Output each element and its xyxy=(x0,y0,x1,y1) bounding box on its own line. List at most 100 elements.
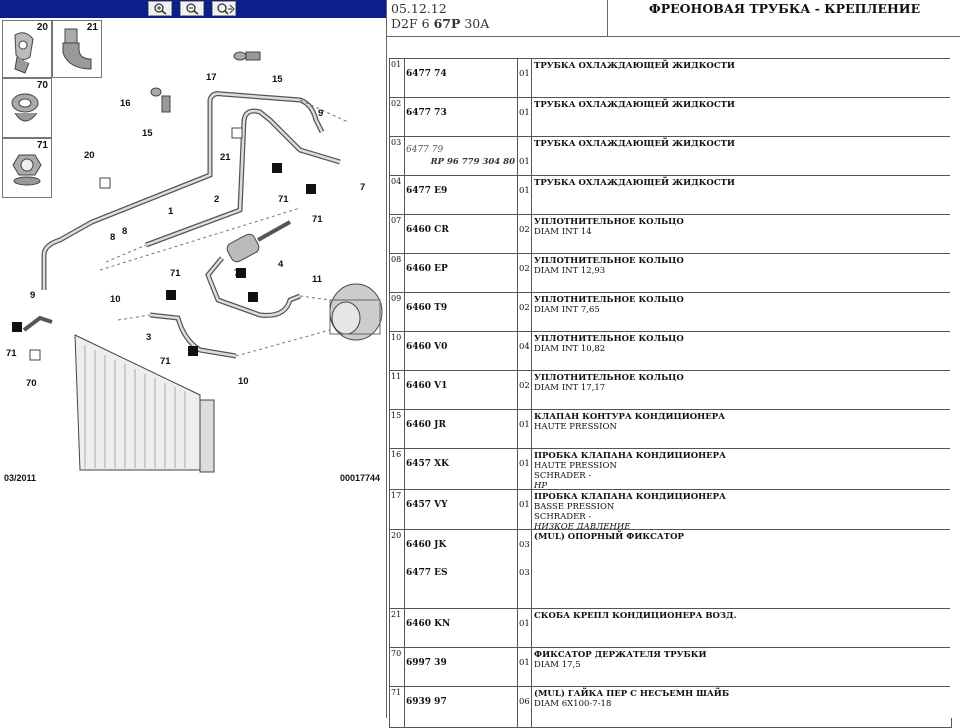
svg-text:10: 10 xyxy=(110,294,121,305)
position-number: 04 xyxy=(391,177,402,186)
svg-text:8: 8 xyxy=(110,232,115,243)
part-reference[interactable]: 6997 39 xyxy=(406,658,447,668)
part-detail: DIAM INT 14 xyxy=(534,227,592,237)
position-cell: 01 xyxy=(390,59,405,97)
thumbnail-part-21[interactable]: 21 xyxy=(52,20,102,78)
part-reference[interactable]: 6460 EP xyxy=(406,264,448,274)
part-reference[interactable]: 6460 V0 xyxy=(406,342,448,352)
part-detail: DIAM INT 12,93 xyxy=(534,266,606,276)
thumbnail-part-20[interactable]: 20 xyxy=(2,20,52,78)
model-prefix: D2F 6 xyxy=(391,16,434,31)
svg-text:1: 1 xyxy=(168,206,174,217)
part-detail: DIAM INT 10,82 xyxy=(534,344,606,354)
svg-text:7: 7 xyxy=(360,182,365,193)
svg-text:20: 20 xyxy=(84,150,95,161)
part-detail: HAUTE PRESSION xyxy=(534,422,617,432)
zoom-in-icon xyxy=(154,3,167,15)
part-detail: НИЗКОЕ ДАВЛЕНИЕ xyxy=(534,522,631,532)
position-cell: 04 xyxy=(390,176,405,214)
part-reference[interactable]: 6460 V1 xyxy=(406,381,448,391)
zoom-fit-button[interactable] xyxy=(212,1,236,16)
zoom-out-button[interactable] xyxy=(180,1,204,16)
part-reference[interactable]: 6457 XK xyxy=(406,459,449,469)
replacement-reference[interactable]: RP 96 779 304 80 xyxy=(430,157,515,167)
part-detail: HP xyxy=(534,481,548,491)
diagram-date: 03/2011 xyxy=(4,473,37,483)
svg-text:15: 15 xyxy=(142,128,153,139)
svg-text:16: 16 xyxy=(120,98,131,109)
thumbnail-part-70[interactable]: 70 xyxy=(2,78,52,138)
quantity-value: 03 xyxy=(519,568,530,578)
description-cell: ТРУБКА ОХЛАЖДАЮЩЕЙ ЖИДКОСТИ xyxy=(532,59,951,97)
quantity-value: 02 xyxy=(519,303,530,313)
part-name: ТРУБКА ОХЛАЖДАЮЩЕЙ ЖИДКОСТИ xyxy=(534,139,735,149)
model-code: D2F 6 67P 30A xyxy=(391,16,489,31)
part-reference[interactable]: 6460 JK xyxy=(406,540,447,550)
position-number: 01 xyxy=(391,60,402,69)
part-reference[interactable]: 6457 VY xyxy=(406,500,448,510)
part-reference[interactable]: 6477 E9 xyxy=(406,186,448,196)
part-reference[interactable]: 6460 CR xyxy=(406,225,449,235)
quantity-value: 01 xyxy=(519,108,530,118)
part-reference[interactable]: 6939 97 xyxy=(406,697,447,707)
part-reference[interactable]: 6477 74 xyxy=(406,69,447,79)
part-reference[interactable]: 6460 JR xyxy=(406,420,446,430)
reference-cell: 6460 V0 xyxy=(404,332,518,370)
reference-cell: 6477 73 xyxy=(404,98,518,136)
compressor xyxy=(329,283,383,341)
part-name: ТРУБКА ОХЛАЖДАЮЩЕЙ ЖИДКОСТИ xyxy=(534,100,735,110)
part-reference[interactable]: 6477 73 xyxy=(406,108,447,118)
position-cell: 17 xyxy=(390,490,405,529)
quantity-cell: 02 xyxy=(518,254,532,292)
quantity-value: 01 xyxy=(519,157,530,167)
part-reference[interactable]: 6460 T9 xyxy=(406,303,448,313)
diagram-ref: 00017744 xyxy=(340,473,381,483)
svg-text:9: 9 xyxy=(318,108,323,119)
svg-text:15: 15 xyxy=(272,74,283,85)
scroll-area[interactable] xyxy=(950,58,960,718)
quantity-cell: 06 xyxy=(518,687,532,727)
part-name: ТРУБКА ОХЛАЖДАЮЩЕЙ ЖИДКОСТИ xyxy=(534,178,735,188)
quantity-value: 01 xyxy=(519,658,530,668)
reference-cell: 6460 CR xyxy=(404,215,518,253)
position-cell: 70 xyxy=(390,648,405,686)
part-name: УПЛОТНИТЕЛЬНОЕ КОЛЬЦО xyxy=(534,334,684,344)
position-number: 20 xyxy=(391,531,402,540)
quantity-cell: 01 xyxy=(518,609,532,647)
thumbnail-part-71[interactable]: 71 xyxy=(2,138,52,198)
reference-cell: 6460 KN xyxy=(404,609,518,647)
reference-cell: 6997 39 xyxy=(404,648,518,686)
zoom-in-button[interactable] xyxy=(148,1,172,16)
quantity-cell: 01 xyxy=(518,410,532,448)
part-reference[interactable]: 6477 ES xyxy=(406,568,448,578)
quantity-value: 02 xyxy=(519,225,530,235)
parts-header: 05.12.12 D2F 6 67P 30A ФРЕОНОВАЯ ТРУБКА … xyxy=(387,0,960,37)
part-detail: HAUTE PRESSION xyxy=(534,461,617,471)
tube-clip-icon xyxy=(11,93,39,122)
reference-cell: 6477 74 xyxy=(404,59,518,97)
svg-text:70: 70 xyxy=(26,378,37,389)
part-reference[interactable]: 6460 KN xyxy=(406,619,451,629)
model-bold: 67P xyxy=(433,16,461,31)
page-title: ФРЕОНОВАЯ ТРУБКА - КРЕПЛЕНИЕ xyxy=(648,1,921,16)
svg-text:71: 71 xyxy=(234,268,245,279)
quantity-value: 01 xyxy=(519,500,530,510)
thumb-label: 21 xyxy=(86,22,98,33)
